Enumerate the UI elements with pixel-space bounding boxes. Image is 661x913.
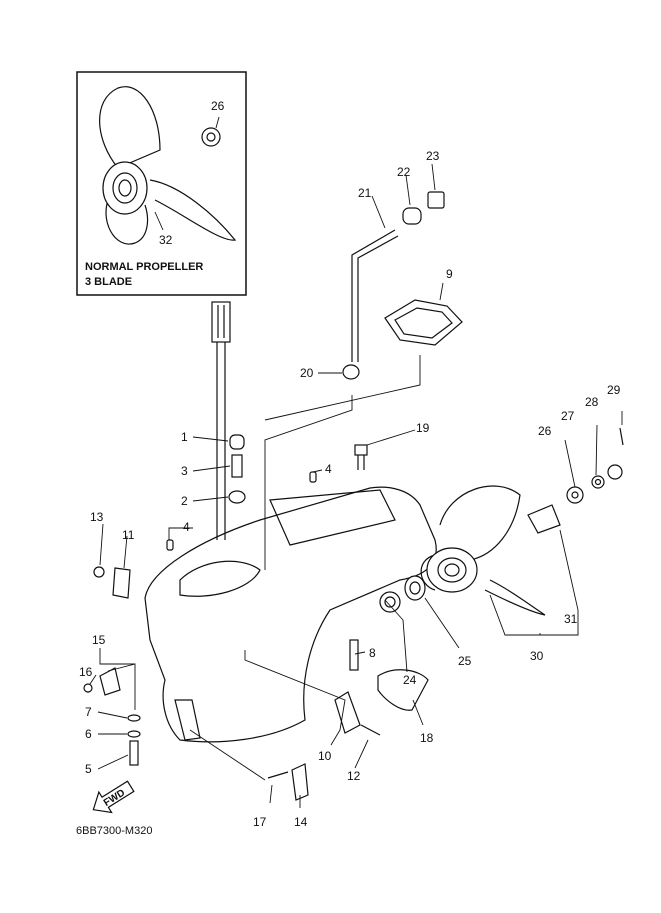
propeller-assembly	[379, 427, 624, 616]
callout-11: 11	[122, 528, 135, 542]
small-parts	[83, 434, 368, 766]
callout-8: 8	[369, 646, 376, 660]
callout-31: 31	[564, 612, 578, 626]
callout-numbers: 1 2 3 4 4 5 6 7 8 9 10 11 12 13 14 15 16…	[79, 149, 621, 829]
callout-10: 10	[318, 749, 332, 763]
callout-9: 9	[446, 267, 453, 281]
callout-26: 26	[538, 424, 552, 438]
callout-14: 14	[294, 815, 308, 829]
inset-normal-propeller: 26 32 NORMAL PROPELLER 3 BLADE	[76, 71, 247, 296]
callout-26-inset: 26	[211, 99, 225, 113]
callout-2: 2	[181, 494, 188, 508]
callout-4a: 4	[183, 520, 190, 534]
callout-21: 21	[358, 186, 372, 200]
inset-note-line2: 3 BLADE	[85, 276, 132, 288]
callout-29: 29	[607, 383, 621, 397]
callout-32: 32	[159, 233, 173, 247]
callout-23: 23	[426, 149, 440, 163]
callout-13: 13	[90, 510, 104, 524]
callout-18: 18	[420, 731, 434, 745]
callout-22: 22	[397, 165, 411, 179]
callout-6: 6	[85, 727, 92, 741]
lower-casing	[144, 486, 437, 743]
callout-25: 25	[458, 654, 472, 668]
drawing-code: 6BB7300-M320	[76, 825, 152, 837]
callout-17: 17	[253, 815, 267, 829]
callout-3: 3	[181, 464, 188, 478]
gasket	[384, 299, 463, 346]
callout-19: 19	[416, 421, 430, 435]
callout-4b: 4	[325, 462, 332, 476]
fwd-arrow: FWD	[92, 780, 135, 814]
leader-lines	[89, 163, 623, 808]
callout-7: 7	[85, 705, 92, 719]
callout-1: 1	[181, 430, 188, 444]
drive-shaft	[211, 301, 231, 540]
water-tube	[342, 191, 445, 380]
anodes	[267, 669, 429, 801]
callout-24: 24	[403, 673, 417, 687]
callout-16: 16	[79, 665, 93, 679]
callout-20: 20	[300, 366, 314, 380]
callout-5: 5	[85, 762, 92, 776]
callout-27: 27	[561, 409, 575, 423]
callout-12: 12	[347, 769, 361, 783]
callout-28: 28	[585, 395, 599, 409]
callout-30: 30	[530, 649, 544, 663]
callout-15: 15	[92, 633, 106, 647]
inset-note-line1: NORMAL PROPELLER	[85, 261, 203, 273]
